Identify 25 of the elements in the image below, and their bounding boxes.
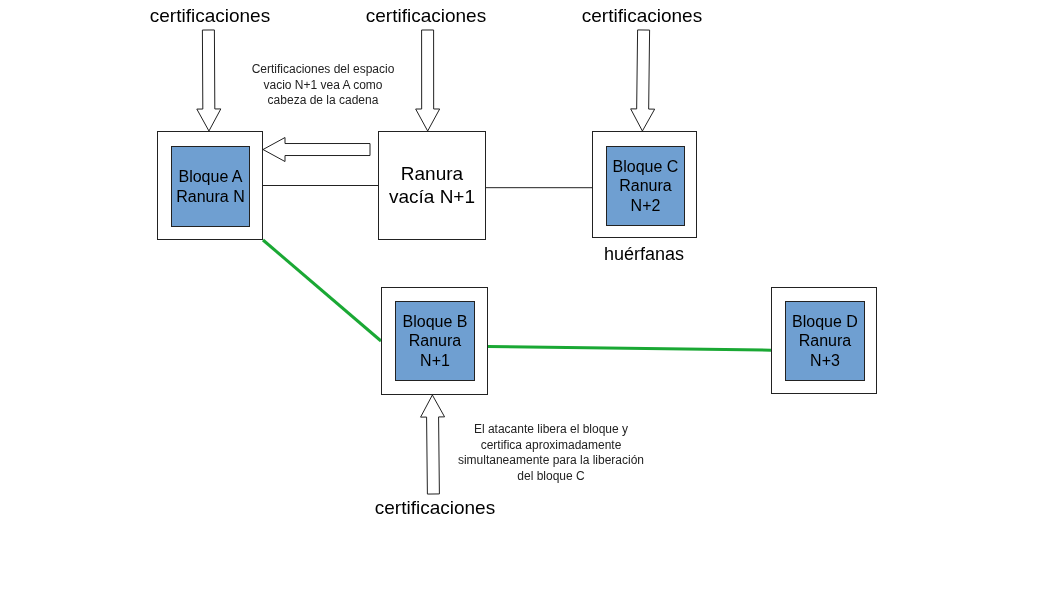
- caption-text: certificaciones: [149, 4, 271, 28]
- note-text: El atacante libera el bloque y certifica aproximadamente simultaneamente para la liberación del bloque C: [456, 422, 646, 485]
- frame-box: [381, 287, 488, 395]
- connector-line: [262, 185, 379, 186]
- block-box: Bloque D Ranura N+3: [785, 301, 865, 381]
- caption-text: certificaciones: [374, 496, 496, 520]
- caption-text: certificaciones: [365, 4, 487, 28]
- block-box: Bloque B Ranura N+1: [395, 301, 475, 381]
- block-arrow: [262, 137, 371, 163]
- frame-box: [592, 131, 697, 238]
- caption-text: huérfanas: [602, 244, 686, 265]
- block-box: Bloque A Ranura N: [171, 146, 250, 227]
- block-arrow: [630, 29, 656, 132]
- frame-box: [771, 287, 877, 394]
- caption-text: certificaciones: [581, 4, 703, 28]
- frame-box: [157, 131, 263, 240]
- block-arrow: [196, 29, 222, 132]
- connector-line: [487, 344, 772, 352]
- block-arrow: [420, 394, 446, 495]
- connector-line: [262, 238, 382, 343]
- slot-box: Ranura vacía N+1: [378, 131, 486, 240]
- block-arrow: [415, 29, 441, 132]
- connector-line: [485, 187, 593, 189]
- block-box: Bloque C Ranura N+2: [606, 146, 685, 226]
- note-text: Certificaciones del espacio vacio N+1 vea A como cabeza de la cadena: [250, 62, 396, 109]
